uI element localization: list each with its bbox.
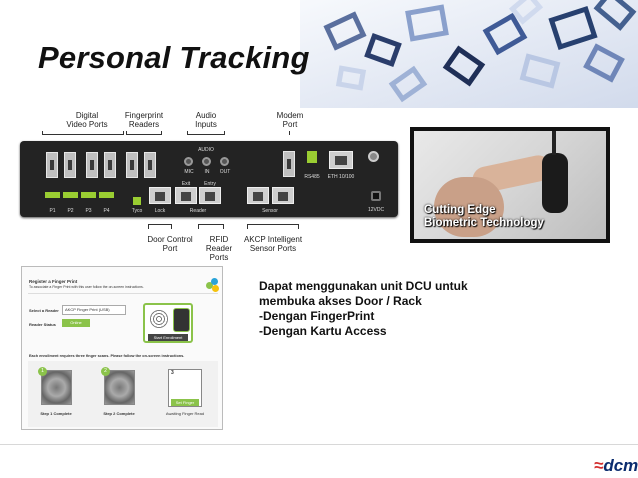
biometric-photo: Cutting Edge Biometric Technology	[410, 127, 610, 243]
label-rfid-reader-ports: RFID Reader Ports	[205, 235, 233, 262]
tyco-terminal	[133, 197, 141, 205]
slide-title: Personal Tracking	[38, 40, 310, 75]
scanner-icon	[173, 308, 190, 332]
reader-text: Reader	[189, 208, 207, 214]
modem-port	[283, 151, 295, 177]
bracket-door	[148, 224, 172, 229]
ground-screw	[368, 151, 379, 162]
entry-port	[199, 187, 221, 204]
body-line-3: -Dengan FingerPrint	[259, 309, 375, 323]
p4-text: P4	[103, 208, 110, 214]
exit-text: Exit	[181, 181, 191, 187]
reader-select[interactable]: AKCP Finger Print (USB)	[62, 305, 126, 315]
logo-text: dcm	[603, 456, 638, 475]
sensor-text: Sensor	[262, 208, 278, 214]
hand-shape	[434, 177, 504, 237]
audio-text: AUDIO	[198, 147, 214, 153]
power-jack	[371, 191, 381, 201]
sensor-port	[247, 187, 269, 204]
label-modem-port: Modem Port	[276, 111, 304, 129]
p1-text: P1	[49, 208, 56, 214]
lock-port	[149, 187, 171, 204]
usb-port	[64, 152, 76, 178]
label-akcp-sensor-ports: AKCP Intelligent Sensor Ports	[243, 235, 303, 253]
caption-line-1: Cutting Edge	[424, 204, 496, 216]
bracket-fingerprint	[126, 131, 162, 135]
photo-caption: Cutting Edge Biometric Technology	[424, 204, 544, 230]
label-fingerprint-readers: Fingerprint Readers	[124, 111, 164, 129]
enroll-instructions: Each enrollment requires three finger sc…	[29, 354, 185, 358]
header-decoration	[300, 0, 638, 108]
caption-line-2: Biometric Technology	[424, 217, 544, 229]
eth-text: ETH 10/100	[327, 174, 355, 180]
step-1-number: 1	[38, 367, 47, 376]
reader-status-label: Reader Status	[29, 322, 56, 327]
divider	[28, 293, 218, 294]
dcm-logo: ≈dcm	[594, 456, 638, 476]
app-logo-icon	[206, 278, 220, 292]
exit-port	[175, 187, 197, 204]
bracket-audio	[187, 131, 225, 135]
mic-jack	[184, 157, 193, 166]
photo-scene	[414, 131, 606, 239]
in-text: IN	[204, 169, 210, 175]
footer-divider	[0, 444, 638, 445]
enrollment-screenshot: Register a Finger Print To associate a F…	[21, 266, 223, 430]
usb-port	[126, 152, 138, 178]
out-jack	[220, 157, 229, 166]
dcu-device: AUDIO MIC IN OUT RS485 ETH 10/100 P1 P2 …	[20, 141, 398, 217]
step-1-label: Step 1 Complete	[40, 411, 72, 416]
logo-mark-icon: ≈	[594, 456, 604, 475]
body-text: Dapat menggunakan unit DCU untuk membuka…	[259, 279, 468, 339]
modem-tick	[289, 131, 290, 135]
rs485-text: RS485	[304, 174, 320, 180]
step-2-number: 2	[101, 367, 110, 376]
start-enrollment-box[interactable]: Start Enrollment	[143, 303, 193, 343]
entry-text: Entry	[204, 181, 216, 187]
p3-text: P3	[85, 208, 92, 214]
start-enrollment-button[interactable]: Start Enrollment	[148, 334, 188, 341]
select-reader-label: Select a Reader	[29, 308, 59, 313]
terminal-block	[63, 192, 78, 198]
label-digital-video-ports: Digital Video Ports	[66, 111, 108, 129]
enroll-subtitle: To associate a Finger Print with this us…	[29, 285, 144, 289]
step-2-fingerprint-image	[104, 370, 135, 405]
usb-port	[46, 152, 58, 178]
in-jack	[202, 157, 211, 166]
enroll-title: Register a Finger Print	[29, 279, 78, 284]
body-line-2: membuka akses Door / Rack	[259, 294, 422, 308]
bracket-akcp	[247, 224, 299, 229]
p2-text: P2	[67, 208, 74, 214]
ethernet-port	[329, 151, 353, 169]
scanner-device	[542, 153, 568, 213]
step-1-fingerprint-image	[41, 370, 72, 405]
body-line-4: -Dengan Kartu Access	[259, 324, 387, 338]
fingerprint-icon	[150, 310, 168, 328]
terminal-block	[45, 192, 60, 198]
usb-port	[104, 152, 116, 178]
step-3-number: 3	[171, 370, 174, 376]
step-3-label: Awaiting Finger Read	[165, 411, 205, 416]
mic-text: MIC	[184, 169, 194, 175]
vdc-text: 12VDC	[367, 207, 385, 213]
tyco-text: Tyco	[131, 208, 143, 214]
body-line-1: Dapat menggunakan unit DCU untuk	[259, 279, 468, 293]
rs485-terminal	[307, 151, 317, 163]
usb-port	[86, 152, 98, 178]
lock-text: Lock	[154, 208, 166, 214]
step-2-label: Step 2 Complete	[103, 411, 135, 416]
set-finger-button[interactable]: Set Finger	[171, 399, 199, 406]
label-audio-inputs: Audio Inputs	[195, 111, 217, 129]
bracket-digital-video	[42, 131, 124, 135]
bracket-rfid	[198, 224, 224, 229]
scanner-cable	[552, 131, 556, 155]
terminal-block	[99, 192, 114, 198]
label-door-control-port: Door Control Port	[147, 235, 193, 253]
usb-port	[144, 152, 156, 178]
out-text: OUT	[219, 169, 231, 175]
reader-status-badge: Online	[62, 319, 90, 327]
terminal-block	[81, 192, 96, 198]
sensor-port	[272, 187, 294, 204]
